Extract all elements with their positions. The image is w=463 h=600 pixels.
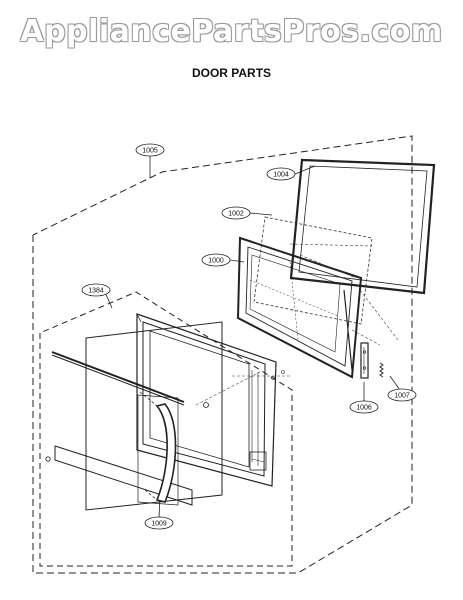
part-1006-latch — [360, 342, 369, 379]
site-watermark: AppliancePartsPros.com — [20, 14, 443, 49]
glass-panel — [45, 321, 223, 511]
callout-1384-label: 1384 — [88, 288, 104, 295]
callout-1002 — [221, 206, 251, 220]
subassembly-boundary — [39, 291, 293, 567]
part-1002-film — [253, 216, 373, 325]
callout-1000 — [201, 253, 231, 267]
callout-1005-label: 1005 — [142, 148, 158, 155]
callout-1007-label: 1007 — [394, 393, 410, 400]
part-1000-inner-frame — [236, 236, 363, 379]
part-1007-spring — [379, 362, 384, 378]
callout-1009 — [144, 516, 174, 530]
callout-1006 — [349, 400, 379, 414]
callout-1007 — [387, 388, 417, 402]
part-1004-frame — [289, 158, 436, 295]
part-1009-handle — [137, 391, 179, 506]
assembly-boundary — [32, 135, 413, 574]
diagram-title: DOOR PARTS — [191, 66, 272, 80]
outer-door-frame — [136, 313, 285, 487]
callout-1009-label: 1009 — [151, 521, 167, 528]
callout-1006-label: 1006 — [356, 405, 372, 412]
callout-1384 — [81, 283, 111, 297]
leader-lines — [103, 155, 403, 519]
callout-1000-label: 1000 — [208, 258, 224, 265]
callout-1005 — [135, 143, 165, 157]
callout-1004 — [266, 167, 296, 181]
callout-1002-label: 1002 — [228, 211, 244, 218]
callout-1004-label: 1004 — [273, 172, 289, 179]
guide-lines — [195, 243, 399, 406]
